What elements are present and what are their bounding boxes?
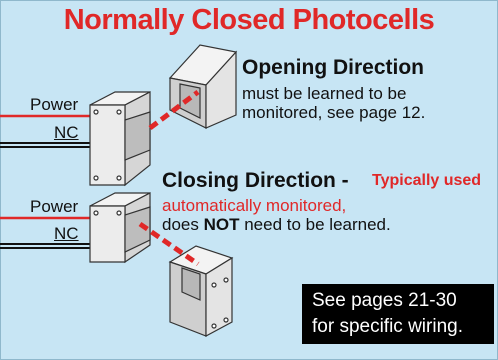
closing-direction-line-1: automatically monitored, [162, 196, 347, 215]
closing-direction-heading: Closing Direction - [162, 169, 349, 192]
opening-direction-line-2: monitored, see page 12. [242, 103, 426, 122]
upper-nc-label: NC [54, 123, 79, 142]
upper-left-photocell [89, 91, 151, 187]
lower-right-photocell [168, 245, 234, 338]
opening-beam [148, 90, 200, 130]
opening-direction-heading: Opening Direction [242, 56, 425, 79]
closing-line-2-not: NOT [203, 215, 240, 234]
typically-used-note: Typically used [372, 172, 482, 189]
lower-nc-label: NC [54, 224, 79, 243]
lower-left-photocell [89, 192, 151, 264]
diagram-title: Normally Closed Photocells [63, 4, 435, 36]
lower-wires [0, 216, 92, 249]
opening-direction-line-1: must be learned to be [242, 84, 407, 103]
closing-line-2-post: need to be learned. [239, 215, 391, 234]
closing-line-2-pre: does [162, 215, 199, 234]
upper-wires [0, 114, 92, 148]
wiring-note-line-1: See pages 21-30 [312, 290, 457, 311]
closing-beam [138, 221, 200, 267]
wiring-note-box: See pages 21-30 for specific wiring. [302, 284, 494, 344]
lower-power-label: Power [30, 197, 79, 216]
wiring-note-line-2: for specific wiring. [312, 316, 463, 337]
upper-power-label: Power [30, 95, 79, 114]
upper-right-photocell [168, 44, 238, 129]
closing-direction-line-2: does NOT need to be learned. [162, 215, 391, 234]
